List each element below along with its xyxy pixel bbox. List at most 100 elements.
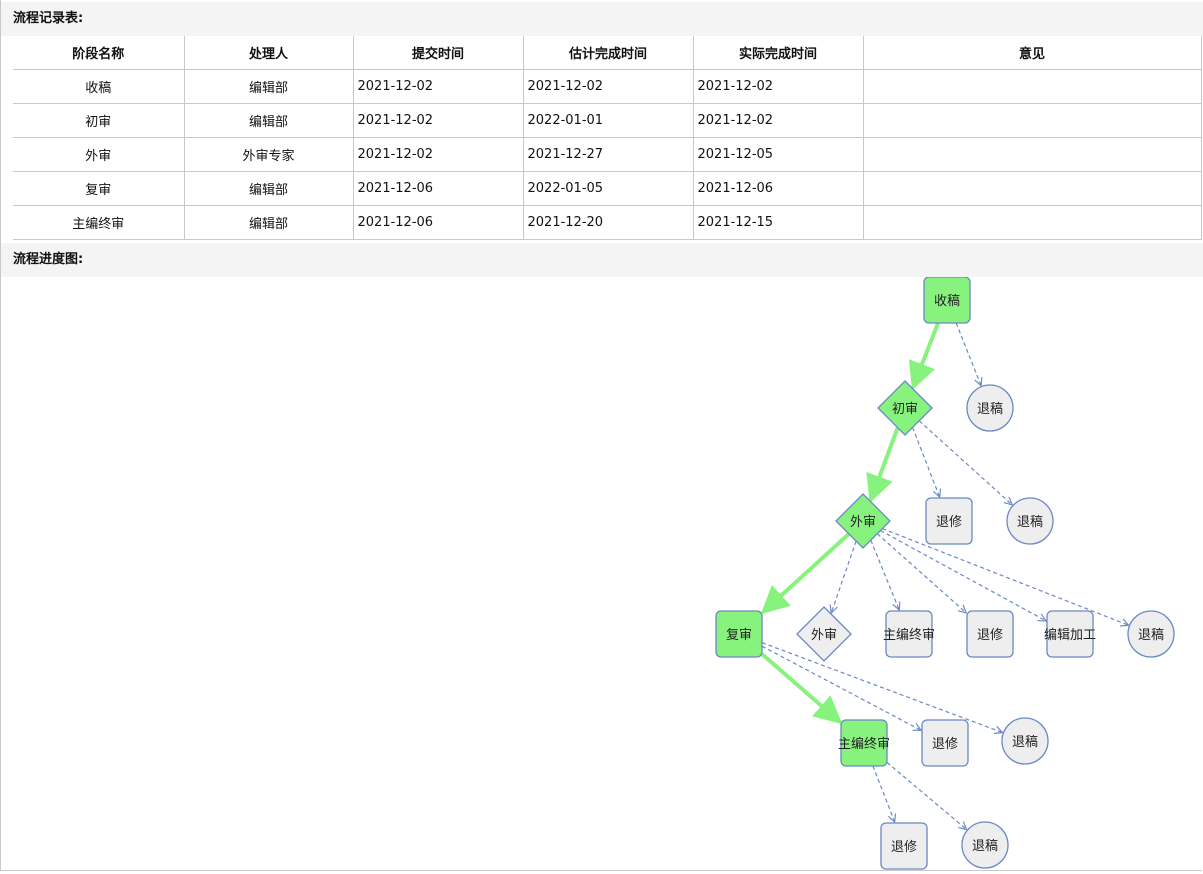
flow-node-tuixiu2: 退修 bbox=[966, 610, 1014, 658]
flow-node-fushen: 复审 bbox=[715, 610, 763, 658]
flow-node-label: 主编终审 bbox=[883, 627, 935, 643]
flow-edge-waishen-to-tuixiu2 bbox=[876, 533, 966, 613]
col-header-actual-time: 实际完成时间 bbox=[692, 36, 864, 70]
flow-nodes: 收稿初审退稿外审退修退稿复审外审主编终审退修编辑加工退稿主编终审退修退稿退修退稿 bbox=[715, 277, 1175, 870]
flow-edge-waishen-to-zhongshen1 bbox=[870, 539, 899, 610]
flow-node-label: 退稿 bbox=[1012, 734, 1038, 750]
cell-opinion bbox=[862, 137, 1202, 172]
cell-submit-time: 2021-12-06 bbox=[352, 205, 524, 240]
flow-edge-fushen-to-zhongshen bbox=[760, 652, 843, 725]
col-header-stage: 阶段名称 bbox=[13, 36, 185, 70]
cell-handler: 编辑部 bbox=[183, 69, 354, 104]
cell-actual-time: 2021-12-05 bbox=[692, 137, 864, 172]
table-row: 初审 编辑部 2021-12-02 2022-01-01 2021-12-02 bbox=[13, 103, 1202, 138]
cell-opinion bbox=[862, 171, 1202, 206]
cell-stage: 复审 bbox=[13, 171, 185, 206]
flow-edge-zhongshen-to-tuixiu4 bbox=[872, 765, 895, 822]
flow-node-zhongshen1: 主编终审 bbox=[883, 610, 935, 658]
cell-estimated-time: 2021-12-20 bbox=[522, 205, 694, 240]
col-header-estimated-time: 估计完成时间 bbox=[522, 36, 694, 70]
flow-node-label: 编辑加工 bbox=[1044, 628, 1096, 643]
cell-handler: 外审专家 bbox=[183, 137, 354, 172]
flow-node-label: 主编终审 bbox=[838, 736, 890, 752]
cell-submit-time: 2021-12-02 bbox=[352, 103, 524, 138]
flow-node-shape bbox=[715, 610, 763, 658]
flow-edge-waishen-to-bianji bbox=[880, 530, 1046, 621]
flow-node-tuigao5: 退稿 bbox=[961, 821, 1009, 869]
flow-node-shape bbox=[966, 384, 1014, 432]
cell-handler: 编辑部 bbox=[183, 205, 354, 240]
flow-node-waishen: 外审 bbox=[835, 493, 891, 549]
cell-opinion bbox=[862, 69, 1202, 104]
flow-progress-diagram: 收稿初审退稿外审退修退稿复审外审主编终审退修编辑加工退稿主编终审退修退稿退修退稿 bbox=[715, 277, 1175, 870]
flow-node-label: 复审 bbox=[726, 628, 752, 643]
flow-node-tuigao3: 退稿 bbox=[1127, 610, 1175, 658]
flow-edge-chushen-to-tuigao2 bbox=[918, 420, 1012, 505]
flow-node-tuixiu3: 退修 bbox=[921, 719, 969, 767]
progress-diagram-title: 流程进度图: bbox=[1, 243, 1203, 277]
table-row: 复审 编辑部 2021-12-06 2022-01-05 2021-12-06 bbox=[13, 171, 1202, 206]
cell-opinion bbox=[862, 103, 1202, 138]
flow-node-shape bbox=[796, 606, 852, 662]
cell-handler: 编辑部 bbox=[183, 103, 354, 138]
flow-node-shape bbox=[1127, 610, 1175, 658]
cell-estimated-time: 2022-01-05 bbox=[522, 171, 694, 206]
flow-node-bianji: 编辑加工 bbox=[1044, 610, 1096, 658]
table-row: 收稿 编辑部 2021-12-02 2021-12-02 2021-12-02 bbox=[13, 69, 1202, 104]
flow-node-shape bbox=[1046, 610, 1094, 658]
cell-stage: 外审 bbox=[13, 137, 185, 172]
table-row: 外审 外审专家 2021-12-02 2021-12-27 2021-12-05 bbox=[13, 137, 1202, 172]
flow-node-shape bbox=[885, 610, 933, 658]
flow-node-label: 初审 bbox=[892, 402, 918, 417]
cell-actual-time: 2021-12-02 bbox=[692, 69, 864, 104]
cell-estimated-time: 2021-12-27 bbox=[522, 137, 694, 172]
flow-node-chushen: 初审 bbox=[877, 380, 933, 436]
flow-edge-fushen-to-tuixiu3 bbox=[761, 645, 921, 730]
flow-node-label: 退稿 bbox=[972, 838, 998, 854]
flow-edge-shougao-to-tuigao1 bbox=[955, 322, 981, 386]
flow-node-shape bbox=[835, 493, 891, 549]
flow-node-label: 外审 bbox=[811, 628, 837, 643]
flow-edge-zhongshen-to-tuigao5 bbox=[886, 761, 967, 829]
flow-node-label: 退稿 bbox=[1138, 627, 1164, 643]
flow-node-label: 退稿 bbox=[977, 401, 1003, 417]
flow-node-tuigao4: 退稿 bbox=[1001, 717, 1049, 765]
flow-edge-shougao-to-chushen bbox=[909, 322, 940, 391]
flow-node-shape bbox=[961, 821, 1009, 869]
flow-node-shape bbox=[877, 380, 933, 436]
cell-handler: 编辑部 bbox=[183, 171, 354, 206]
flow-edges bbox=[760, 322, 1129, 830]
flow-node-shape bbox=[921, 719, 969, 767]
cell-actual-time: 2021-12-02 bbox=[692, 103, 864, 138]
flow-node-zhongshen: 主编终审 bbox=[838, 719, 890, 767]
record-table-title: 流程记录表: bbox=[1, 2, 1203, 36]
flow-node-label: 退稿 bbox=[1017, 514, 1043, 530]
flow-node-label: 退修 bbox=[891, 840, 917, 855]
table-header-row: 阶段名称 处理人 提交时间 估计完成时间 实际完成时间 意见 bbox=[13, 36, 1202, 70]
flow-node-label: 退修 bbox=[936, 515, 962, 530]
cell-submit-time: 2021-12-02 bbox=[352, 137, 524, 172]
flow-edge-chushen-to-tuixiu1 bbox=[912, 427, 940, 497]
flow-edge-waishen-to-fushen bbox=[760, 532, 851, 615]
col-header-handler: 处理人 bbox=[183, 36, 354, 70]
cell-submit-time: 2021-12-06 bbox=[352, 171, 524, 206]
table-row: 主编终审 编辑部 2021-12-06 2021-12-20 2021-12-1… bbox=[13, 205, 1202, 240]
cell-actual-time: 2021-12-15 bbox=[692, 205, 864, 240]
col-header-submit-time: 提交时间 bbox=[352, 36, 524, 70]
flow-node-shape bbox=[1001, 717, 1049, 765]
flow-node-shape bbox=[1006, 497, 1054, 545]
flow-node-tuixiu4: 退修 bbox=[880, 822, 928, 870]
flow-node-label: 退修 bbox=[932, 737, 958, 752]
flow-edge-waishen-to-waishen2 bbox=[831, 540, 857, 613]
flow-node-shape bbox=[925, 497, 973, 545]
flow-node-tuigao1: 退稿 bbox=[966, 384, 1014, 432]
cell-estimated-time: 2021-12-02 bbox=[522, 69, 694, 104]
flow-node-tuigao2: 退稿 bbox=[1006, 497, 1054, 545]
flow-node-label: 收稿 bbox=[934, 293, 960, 309]
flow-edge-fushen-to-tuigao4 bbox=[761, 642, 1003, 733]
cell-opinion bbox=[862, 205, 1202, 240]
record-table: 阶段名称 处理人 提交时间 估计完成时间 实际完成时间 意见 收稿 编辑部 20… bbox=[13, 36, 1202, 240]
flow-node-tuixiu1: 退修 bbox=[925, 497, 973, 545]
cell-stage: 收稿 bbox=[13, 69, 185, 104]
cell-stage: 主编终审 bbox=[13, 205, 185, 240]
